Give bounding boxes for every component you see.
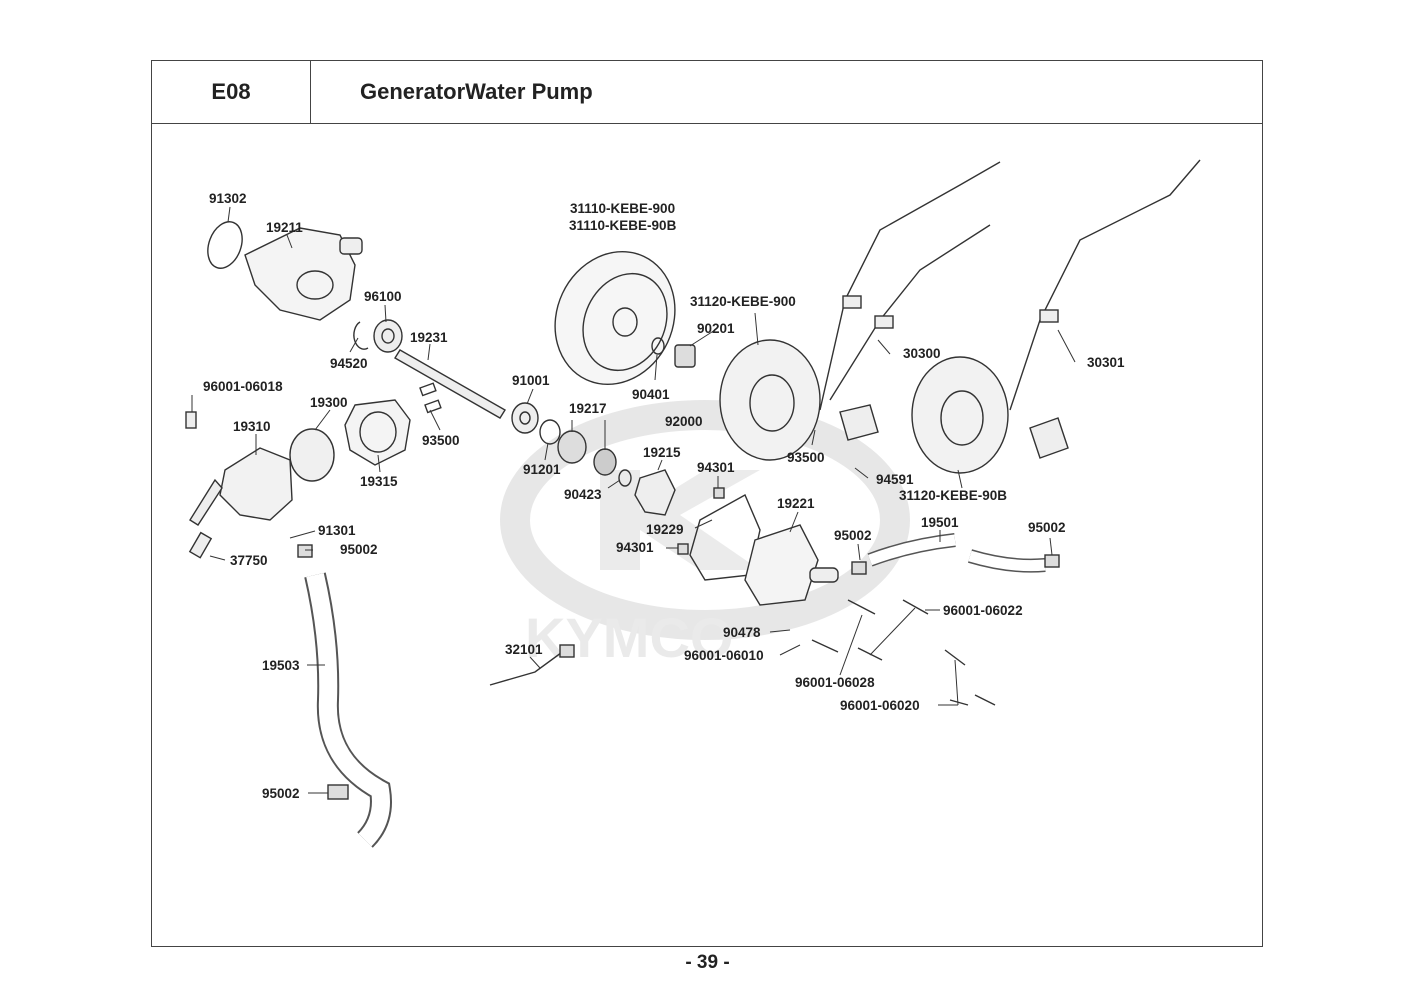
part-label-90201: 90201: [697, 321, 735, 336]
part-label-19315: 19315: [360, 474, 398, 489]
parts-drawing: [185, 159, 1201, 848]
watermark-text: KYMCO: [525, 606, 733, 669]
section-title: GeneratorWater Pump: [360, 79, 593, 104]
part-label-91302: 91302: [209, 191, 247, 206]
header-bar: E08 GeneratorWater Pump: [152, 61, 1262, 124]
part-label-94301-upper: 94301: [697, 460, 735, 475]
page-number: - 39 -: [685, 952, 730, 973]
part-label-19501: 19501: [921, 515, 959, 530]
part-label-91001: 91001: [512, 373, 550, 388]
part-label-95002-hose: 95002: [1028, 520, 1066, 535]
diagram-frame: E08 GeneratorWater Pump: [151, 60, 1263, 947]
part-label-19229: 19229: [646, 522, 684, 537]
part-label-19221: 19221: [777, 496, 815, 511]
part-label-31120-kebe-900: 31120-KEBE-900: [690, 294, 796, 309]
part-label-96001-06020: 96001-06020: [840, 698, 920, 713]
part-label-91301: 91301: [318, 523, 356, 538]
part-label-91201: 91201: [523, 462, 561, 477]
part-label-90401: 90401: [632, 387, 670, 402]
part-label-94591: 94591: [876, 472, 914, 487]
pump-cover-shape: [244, 227, 356, 321]
part-label-95002-housing: 95002: [340, 542, 378, 557]
part-label-96001-06022: 96001-06022: [943, 603, 1023, 618]
part-label-96001-06018: 96001-06018: [203, 379, 283, 394]
part-label-31120-kebe-90b: 31120-KEBE-90B: [899, 488, 1008, 503]
part-label-31110-kebe-900: 31110-KEBE-900: [570, 201, 676, 216]
part-label-19310: 19310: [233, 419, 271, 434]
part-label-92000: 92000: [665, 414, 703, 429]
part-label-19211: 19211: [266, 220, 303, 235]
part-label-30300: 30300: [903, 346, 941, 361]
part-label-19217: 19217: [569, 401, 607, 416]
part-label-95002-lower: 95002: [262, 786, 300, 801]
oring-91302-shape: [207, 221, 243, 269]
part-label-93500-left: 93500: [422, 433, 460, 448]
part-label-93500-right: 93500: [787, 450, 825, 465]
section-code: E08: [152, 61, 311, 123]
part-label-31110-kebe-90b: 31110-KEBE-90B: [569, 218, 677, 233]
part-label-96001-06010: 96001-06010: [684, 648, 764, 663]
part-label-19503: 19503: [262, 658, 300, 673]
shaft-shape: [394, 349, 506, 419]
part-label-19300: 19300: [310, 395, 348, 410]
part-label-90423: 90423: [564, 487, 602, 502]
part-label-96100: 96100: [364, 289, 402, 304]
pump-cover-port: [296, 270, 334, 300]
part-label-37750: 37750: [230, 553, 268, 568]
part-label-90478: 90478: [723, 625, 761, 640]
part-label-19215: 19215: [643, 445, 681, 460]
part-label-96001-06028: 96001-06028: [795, 675, 875, 690]
part-label-19231: 19231: [410, 330, 448, 345]
part-label-30301: 30301: [1087, 355, 1125, 370]
part-label-94301-lower: 94301: [616, 540, 654, 555]
part-label-94520: 94520: [330, 356, 368, 371]
part-label-32101: 32101: [505, 642, 543, 657]
part-label-95002-pump: 95002: [834, 528, 872, 543]
